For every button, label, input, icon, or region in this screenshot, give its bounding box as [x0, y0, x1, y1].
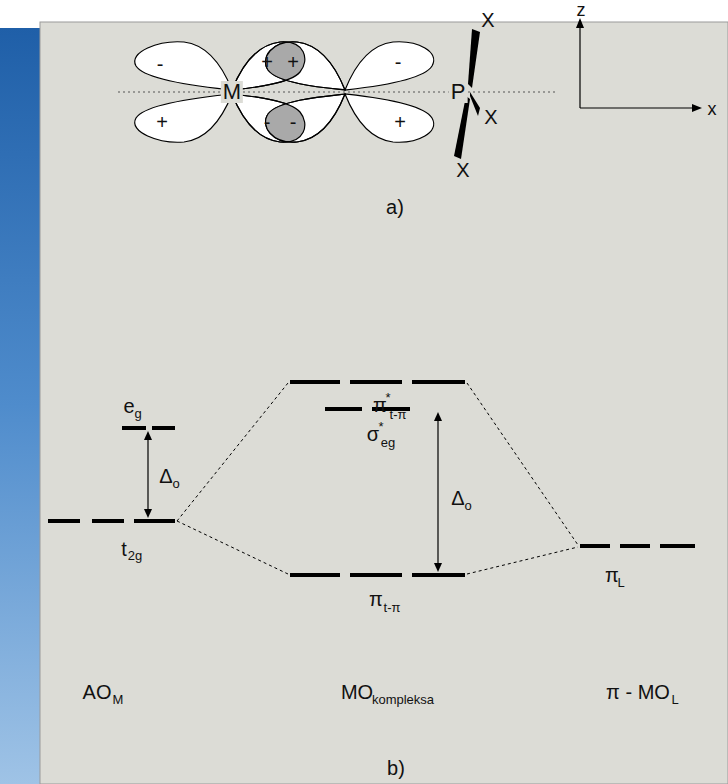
correlation-line — [177, 383, 578, 574]
orbital-sign: + — [156, 112, 168, 132]
level-subscript: t-π — [384, 601, 401, 614]
orbital-sign: - — [290, 112, 297, 132]
bond-axis — [118, 92, 555, 93]
atom-symbol: P — [449, 81, 468, 103]
arrowhead — [144, 412, 442, 572]
level-subscript: t-π — [390, 408, 407, 421]
level-label: π — [605, 565, 619, 585]
level-label: σ — [367, 424, 379, 444]
atom-symbol: X — [456, 160, 469, 180]
level-label: π — [369, 589, 383, 609]
ligand-d-orbital — [266, 42, 434, 142]
level-label: π — [373, 395, 387, 415]
orbital-sign: - — [395, 52, 402, 72]
orbital-sign: - — [157, 54, 164, 74]
splitting-subscript: o — [172, 477, 179, 490]
column-subscript: kompleksa — [372, 693, 434, 706]
axis-label: z — [577, 1, 586, 19]
splitting-subscript: o — [464, 499, 471, 512]
splitting-label: Δ — [451, 488, 464, 508]
splitting-label: Δ — [159, 466, 172, 486]
column-label: AO — [83, 682, 112, 702]
level-subscript: eg — [381, 436, 395, 449]
atom-symbol: X — [484, 107, 497, 127]
level-subscript: 2g — [128, 549, 142, 562]
atom-symbol: M — [221, 81, 243, 103]
column-subscript: L — [671, 693, 678, 706]
level-label: t — [121, 539, 127, 559]
orbital-sign: + — [287, 52, 299, 72]
energy-level — [48, 382, 695, 575]
orbital-sign: + — [394, 112, 406, 132]
level-label: e — [123, 396, 134, 416]
level-superscript: * — [378, 420, 383, 433]
atom-symbol: X — [481, 10, 494, 30]
axis-label: x — [708, 100, 717, 118]
orbital-sign: + — [261, 52, 273, 72]
level-superscript: * — [385, 391, 390, 404]
orbital-sign: - — [264, 112, 271, 132]
axes — [580, 24, 694, 108]
column-label: MO — [341, 682, 373, 702]
level-subscript: L — [617, 576, 624, 589]
arrowhead — [692, 104, 702, 112]
sky-strip — [0, 28, 44, 784]
level-subscript: g — [134, 407, 141, 420]
panel — [40, 22, 728, 784]
part-label: a) — [386, 197, 404, 217]
arrowhead — [576, 18, 584, 28]
column-subscript: M — [113, 693, 124, 706]
part-label: b) — [387, 758, 405, 778]
splitting-arrow — [148, 419, 438, 565]
column-label: π - MO — [606, 682, 670, 702]
lobe-outline — [232, 42, 345, 142]
